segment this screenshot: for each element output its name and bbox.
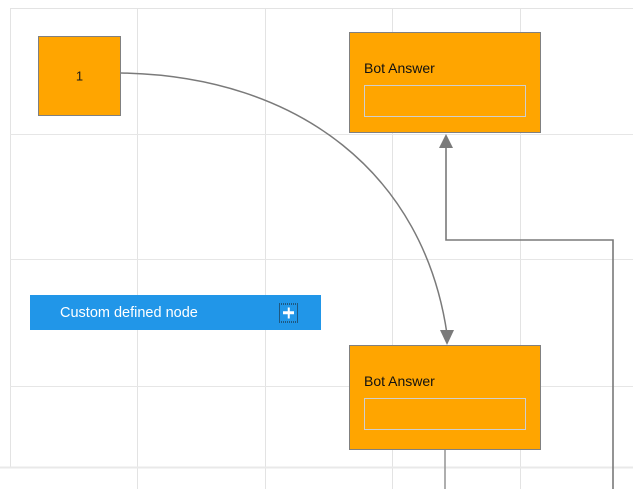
bot-answer-node-bottom[interactable]: Bot Answer: [349, 345, 541, 450]
start-node[interactable]: 1: [38, 36, 121, 116]
plus-icon[interactable]: [279, 303, 298, 322]
start-node-label: 1: [75, 68, 84, 84]
bot-answer-node-top[interactable]: Bot Answer: [349, 32, 541, 133]
arrowhead-up-top-node: [439, 134, 453, 148]
bot-answer-node-bottom-input[interactable]: [364, 398, 526, 430]
bot-answer-node-top-title: Bot Answer: [364, 60, 435, 76]
custom-defined-node-label: Custom defined node: [60, 304, 198, 321]
bot-answer-node-bottom-title: Bot Answer: [364, 373, 435, 389]
plus-icon-vertical: [287, 307, 290, 318]
custom-defined-node-bar[interactable]: Custom defined node: [30, 295, 321, 330]
arrowhead-down-bottom-node: [440, 330, 454, 345]
bot-answer-node-top-input[interactable]: [364, 85, 526, 117]
